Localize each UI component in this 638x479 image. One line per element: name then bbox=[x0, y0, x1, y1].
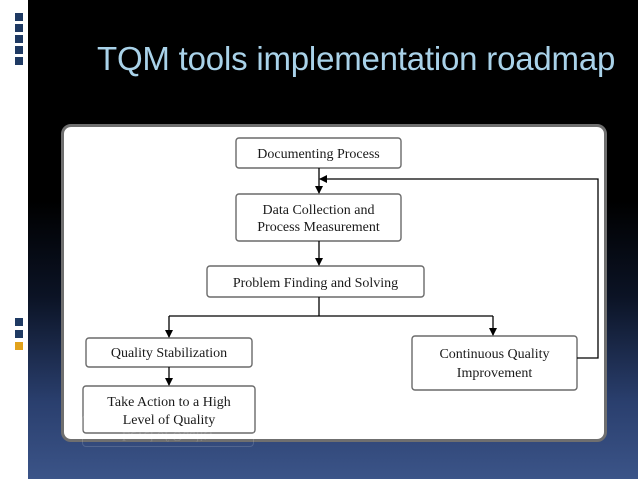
decor-square bbox=[15, 13, 23, 21]
decor-square bbox=[15, 330, 23, 338]
decor-square bbox=[15, 24, 23, 32]
node-label: Process Measurement bbox=[257, 220, 380, 235]
node-label: Continuous Quality bbox=[439, 347, 549, 362]
node-label: Problem Finding and Solving bbox=[233, 276, 398, 291]
decor-square bbox=[15, 342, 23, 350]
edge-problem-branch bbox=[165, 297, 497, 338]
node-quality-stabilization: Quality Stabilization bbox=[85, 337, 253, 368]
left-accent-bar bbox=[0, 0, 28, 479]
decor-square bbox=[15, 57, 23, 65]
node-label: Take Action to a High bbox=[107, 395, 230, 410]
node-label: Level of Quality bbox=[123, 413, 216, 428]
node-documenting-process: Documenting Process bbox=[235, 137, 402, 169]
slide-title: TQM tools implementation roadmap bbox=[97, 40, 616, 77]
decor-square bbox=[15, 46, 23, 54]
reflection-text: Level of Quality bbox=[121, 428, 215, 443]
node-problem-finding: Problem Finding and Solving bbox=[206, 265, 425, 298]
decor-square bbox=[15, 318, 23, 326]
node-data-collection: Data Collection and Process Measurement bbox=[235, 193, 402, 242]
take-action-reflection: Level of Quality bbox=[82, 415, 254, 447]
node-continuous-improvement: Continuous Quality Improvement bbox=[411, 335, 578, 391]
node-label: Documenting Process bbox=[257, 147, 379, 162]
flowchart: Documenting Process Data Collection and … bbox=[82, 137, 599, 434]
node-label: Improvement bbox=[457, 366, 533, 381]
node-take-action: Take Action to a High Level of Quality bbox=[82, 385, 256, 434]
decor-square bbox=[15, 35, 23, 43]
node-label: Data Collection and bbox=[263, 203, 375, 218]
edge-feedback-loop bbox=[319, 175, 599, 359]
node-label: Quality Stabilization bbox=[111, 346, 227, 361]
diagram-frame: Documenting Process Data Collection and … bbox=[61, 124, 607, 442]
